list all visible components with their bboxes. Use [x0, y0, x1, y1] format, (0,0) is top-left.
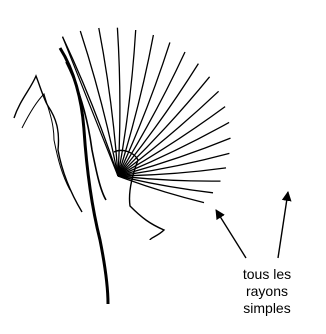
fin-ray: [118, 107, 225, 176]
annotation-label: tous les rayons simples: [212, 266, 322, 317]
gill-outline-inner: [22, 94, 70, 190]
annotation-line-3: simples: [212, 300, 322, 317]
fin-ray: [118, 176, 221, 181]
fin-membrane: [63, 37, 119, 176]
gill-outline: [14, 76, 82, 212]
pointer-arrow-right: [278, 192, 288, 258]
fin-ray: [118, 91, 219, 176]
fin-ray: [117, 28, 120, 176]
pointer-arrow-left: [216, 210, 246, 258]
annotation-line-1: tous les: [212, 266, 322, 283]
annotation-line-2: rayons: [212, 283, 322, 300]
fin-ray: [118, 153, 229, 176]
